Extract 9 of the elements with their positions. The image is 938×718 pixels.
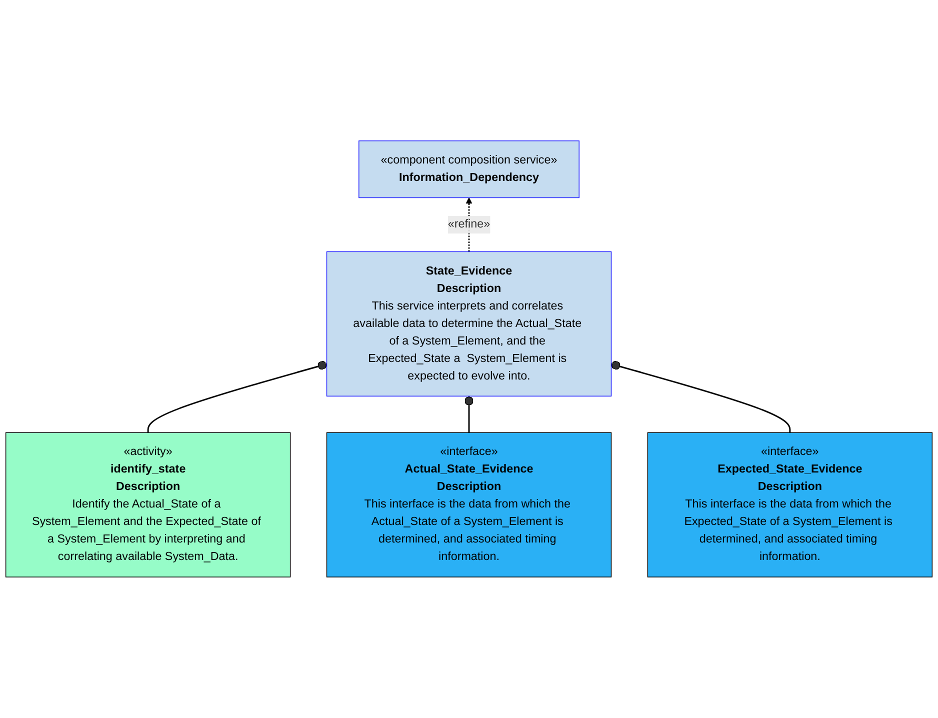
node-box: «interface» Expected_State_Evidence Description This interface is the data from which the Expected_State of a System_Element is determined, and associated timing information. <box>647 432 933 578</box>
connector <box>611 360 791 433</box>
node-box: «component composition service» Information_Dependency <box>358 140 580 198</box>
connector <box>147 360 327 433</box>
edge-label: «refine» <box>448 218 490 231</box>
node-box: «interface» Actual_State_Evidence Description This interface is the data from which the Actual_State of a System_Element is determined, and associated timing information. <box>326 432 612 578</box>
node-box: «activity» identify_state Description Identify the Actual_State of a System_Element and the Expected_State of a System_Element by interpreting and correlating available System_Data. <box>5 432 291 578</box>
node-box: State_Evidence Description This service interprets and correlates available data to determine the Actual_State of a System_Element, and the Expected_State a System_Element is expected to evolve into. <box>326 251 612 397</box>
connector <box>464 396 474 433</box>
